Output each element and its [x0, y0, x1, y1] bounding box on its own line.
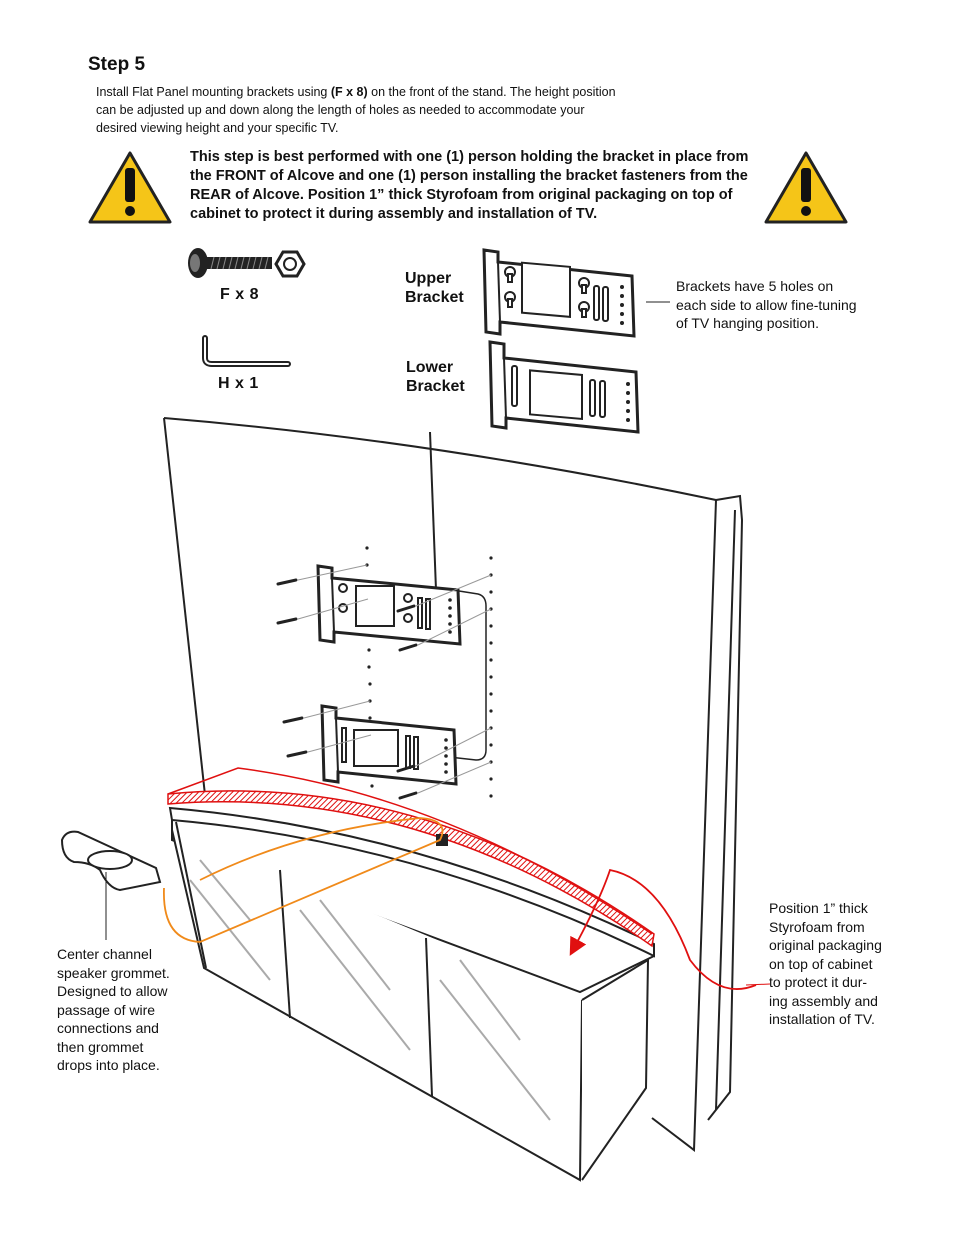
- hex-key-label: H x 1: [218, 375, 259, 392]
- lower-bracket-icon: [488, 340, 640, 434]
- warning-triangle-icon: [764, 151, 848, 224]
- styrofoam-arrow: [569, 868, 757, 990]
- upper-bracket-label-line2: Bracket: [405, 289, 464, 306]
- grommet-callout: Center channel speaker grommet. Designed…: [57, 945, 170, 1075]
- mounted-upper-bracket: [316, 564, 462, 646]
- callout-line: each side to allow fine-tuning: [676, 296, 857, 313]
- callout-line: on top of cabinet: [769, 955, 873, 972]
- styrofoam-pad: [167, 790, 655, 948]
- callout-line: Position 1” thick: [769, 900, 868, 916]
- callout-line: Center channel: [57, 946, 152, 962]
- step-title: Step 5: [88, 54, 146, 75]
- callout-line: drops into place.: [57, 1057, 160, 1073]
- callout-line: ing assembly and: [769, 992, 878, 1009]
- warning-text: This step is best performed with one (1)…: [190, 149, 749, 222]
- bracket-holes: [626, 382, 630, 422]
- screw-guide-lines: [297, 564, 492, 794]
- bracket-holes-callout: Brackets have 5 holes on each side to al…: [676, 277, 857, 333]
- lower-bracket-label: Lower Bracket: [406, 358, 465, 396]
- bracket-holes: [444, 738, 448, 774]
- styrofoam-callout: Position 1” thick Styrofoam from origina…: [769, 899, 882, 1029]
- intro-text-2: on the front of the stand. The height po…: [96, 85, 616, 135]
- rear-bracket-outline: [439, 587, 487, 761]
- hex-key-icon: [202, 335, 291, 367]
- callout-line: connections and: [57, 1020, 159, 1036]
- callout-line: speaker grommet.: [57, 964, 170, 981]
- cabinet: [168, 806, 655, 1182]
- nut-icon: [274, 250, 306, 278]
- lower-bracket-label-line1: Lower: [406, 359, 454, 376]
- grommet-hole: [436, 834, 448, 846]
- upper-bracket-label-line1: Upper: [405, 270, 452, 287]
- callout-line: Designed to allow: [57, 983, 168, 999]
- intro-bold-parts: (F x 8): [330, 85, 368, 99]
- bracket-holes: [620, 285, 624, 325]
- callout-line: original packaging: [769, 937, 882, 953]
- intro-text-1: Install Flat Panel mounting brackets usi…: [96, 85, 331, 99]
- callout-line: installation of TV.: [769, 1011, 875, 1027]
- warning-triangle-icon: [88, 151, 172, 224]
- styrofoam-top-outline: [167, 767, 653, 935]
- lower-bracket-label-line2: Bracket: [406, 378, 465, 395]
- intro-paragraph: Install Flat Panel mounting brackets usi…: [96, 83, 616, 137]
- callout-line: passage of wire: [57, 1001, 156, 1018]
- grommet-icon: [60, 830, 162, 892]
- bracket-holes: [448, 598, 452, 634]
- bolt-icon: [188, 248, 272, 278]
- wire-path: [163, 817, 444, 943]
- callout-line: of TV hanging position.: [676, 315, 819, 331]
- styrofoam-leader: [745, 983, 771, 986]
- callout-line: Styrofoam from: [769, 918, 865, 935]
- bolt-label: F x 8: [220, 286, 259, 303]
- callout-line: to protect it dur-: [769, 974, 868, 990]
- screw-icons: [276, 578, 418, 800]
- upper-bracket-icon: [482, 248, 636, 338]
- callout-line: Brackets have 5 holes on: [676, 278, 834, 294]
- mounted-lower-bracket: [320, 704, 458, 786]
- callout-line: then grommet: [57, 1038, 144, 1055]
- upper-bracket-label: Upper Bracket: [405, 269, 464, 307]
- alcove-back-panel: [163, 417, 744, 1152]
